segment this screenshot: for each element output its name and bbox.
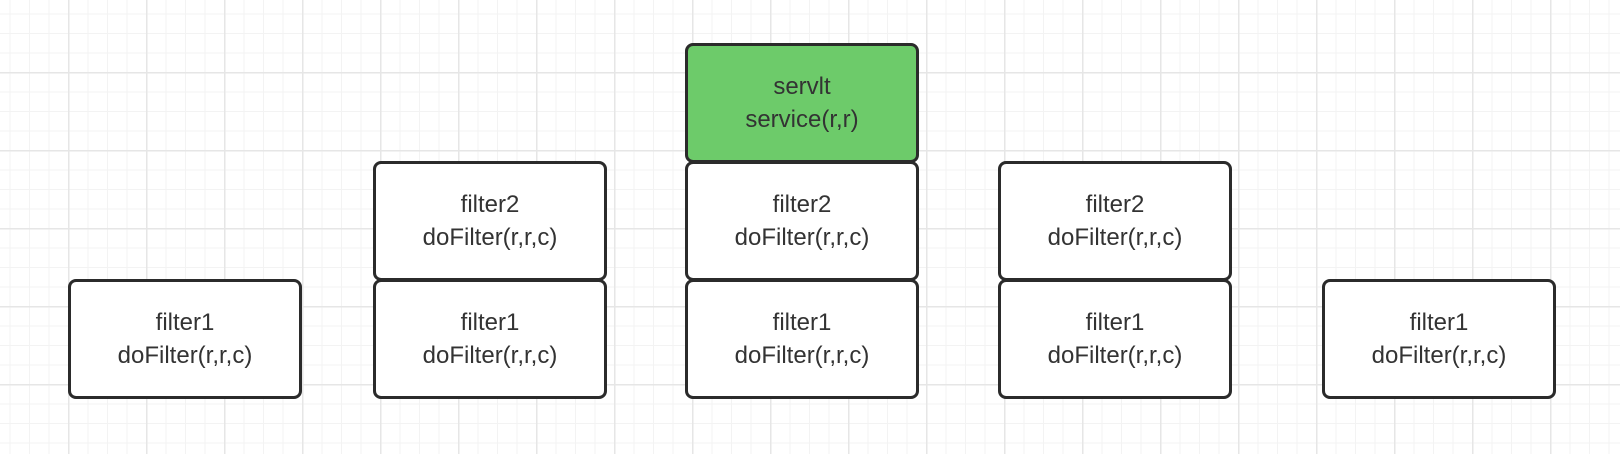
filter1-node: filter1 doFilter(r,r,c) xyxy=(1322,279,1556,399)
node-method: doFilter(r,r,c) xyxy=(1047,224,1183,251)
node-name: filter2 xyxy=(460,191,520,218)
node-method: doFilter(r,r,c) xyxy=(1371,342,1507,369)
filter1-node: filter1 doFilter(r,r,c) xyxy=(373,279,607,399)
node-name: filter2 xyxy=(1085,191,1145,218)
node-name: filter1 xyxy=(1085,309,1145,336)
filter2-node: filter2 doFilter(r,r,c) xyxy=(998,161,1232,281)
node-name: filter1 xyxy=(155,309,215,336)
filter2-node: filter2 doFilter(r,r,c) xyxy=(685,161,919,281)
node-method: doFilter(r,r,c) xyxy=(117,342,253,369)
node-name: filter1 xyxy=(460,309,520,336)
node-method: service(r,r) xyxy=(745,106,859,133)
node-name: servlt xyxy=(773,73,831,100)
node-name: filter1 xyxy=(772,309,832,336)
node-method: doFilter(r,r,c) xyxy=(734,224,870,251)
filter2-node: filter2 doFilter(r,r,c) xyxy=(373,161,607,281)
node-method: doFilter(r,r,c) xyxy=(1047,342,1183,369)
node-name: filter1 xyxy=(1409,309,1469,336)
servlet-node: servlt service(r,r) xyxy=(685,43,919,163)
node-name: filter2 xyxy=(772,191,832,218)
node-method: doFilter(r,r,c) xyxy=(422,224,558,251)
node-method: doFilter(r,r,c) xyxy=(422,342,558,369)
filter1-node: filter1 doFilter(r,r,c) xyxy=(998,279,1232,399)
filter1-node: filter1 doFilter(r,r,c) xyxy=(68,279,302,399)
filter1-node: filter1 doFilter(r,r,c) xyxy=(685,279,919,399)
node-method: doFilter(r,r,c) xyxy=(734,342,870,369)
